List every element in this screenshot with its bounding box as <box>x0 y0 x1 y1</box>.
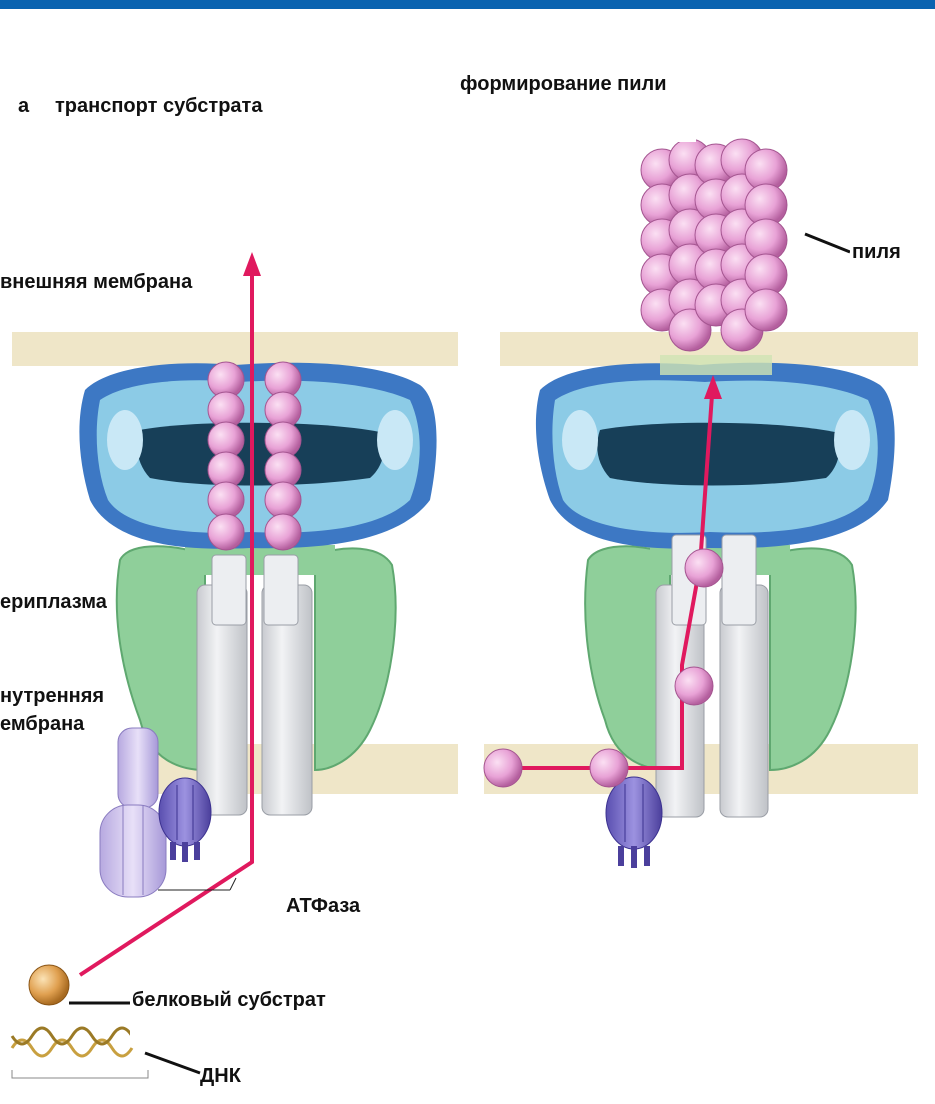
pilin-subunit <box>590 749 628 787</box>
purple-atpase-right <box>606 777 662 868</box>
dna-label: ДНК <box>200 1064 241 1088</box>
outer-membrane-left <box>12 332 458 366</box>
inner-membrane-label-line2: ембрана <box>0 712 84 736</box>
left-panel-title: транспорт субстрата <box>55 94 262 118</box>
panel-letter: а <box>18 94 29 118</box>
pilus-label: пиля <box>852 240 901 264</box>
pilin-subunit <box>484 749 522 787</box>
protein-substrate-label: белковый субстрат <box>132 988 326 1012</box>
periplasmic-ring-left <box>117 545 396 770</box>
outer-membrane-label: внешняя мембрана <box>0 270 192 294</box>
purple-atpase-left <box>159 778 211 862</box>
right-panel-title: формирование пили <box>460 72 667 96</box>
left-panel <box>12 252 458 1078</box>
pilin-subunit <box>685 549 723 587</box>
protein-substrate-ball <box>29 965 69 1005</box>
atpase-label: АТФаза <box>286 894 360 918</box>
secretin-complex-left <box>79 363 436 549</box>
dna-helix <box>12 1028 148 1078</box>
pilin-subunit <box>675 667 713 705</box>
periplasm-label: ериплазма <box>0 590 107 614</box>
inner-membrane-label-line1: нутренняя <box>0 684 104 708</box>
